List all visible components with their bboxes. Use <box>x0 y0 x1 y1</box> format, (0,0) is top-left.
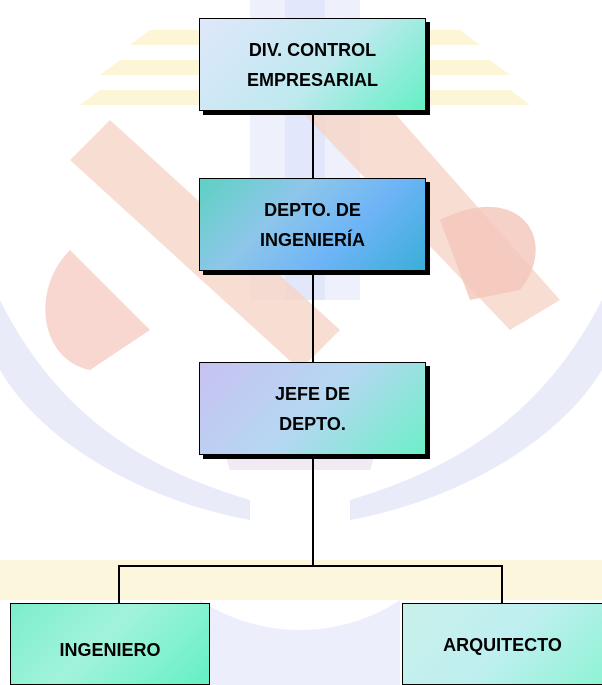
node-arquitecto: ARQUITECTO <box>402 603 602 685</box>
node-div-control-empresarial: DIV. CONTROL EMPRESARIAL <box>199 18 426 111</box>
node-label: INGENIERO <box>59 640 161 660</box>
node-ingeniero: INGENIERO <box>10 603 210 685</box>
node-label: DEPTO. DE INGENIERÍA <box>259 199 365 250</box>
node-jefe-depto: JEFE DE DEPTO. <box>199 362 426 455</box>
connector-dept-head <box>312 271 314 362</box>
connector-root-dept <box>312 111 314 178</box>
connector-horizontal <box>118 565 503 567</box>
connector-to-arquitecto <box>501 565 503 603</box>
node-label: DIV. CONTROL EMPRESARIAL <box>246 39 378 90</box>
connector-to-ingeniero <box>118 565 120 603</box>
node-depto-ingenieria: DEPTO. DE INGENIERÍA <box>199 178 426 271</box>
node-label: JEFE DE DEPTO. <box>274 383 351 434</box>
connector-head-down <box>312 455 314 566</box>
node-label: ARQUITECTO <box>443 635 562 655</box>
